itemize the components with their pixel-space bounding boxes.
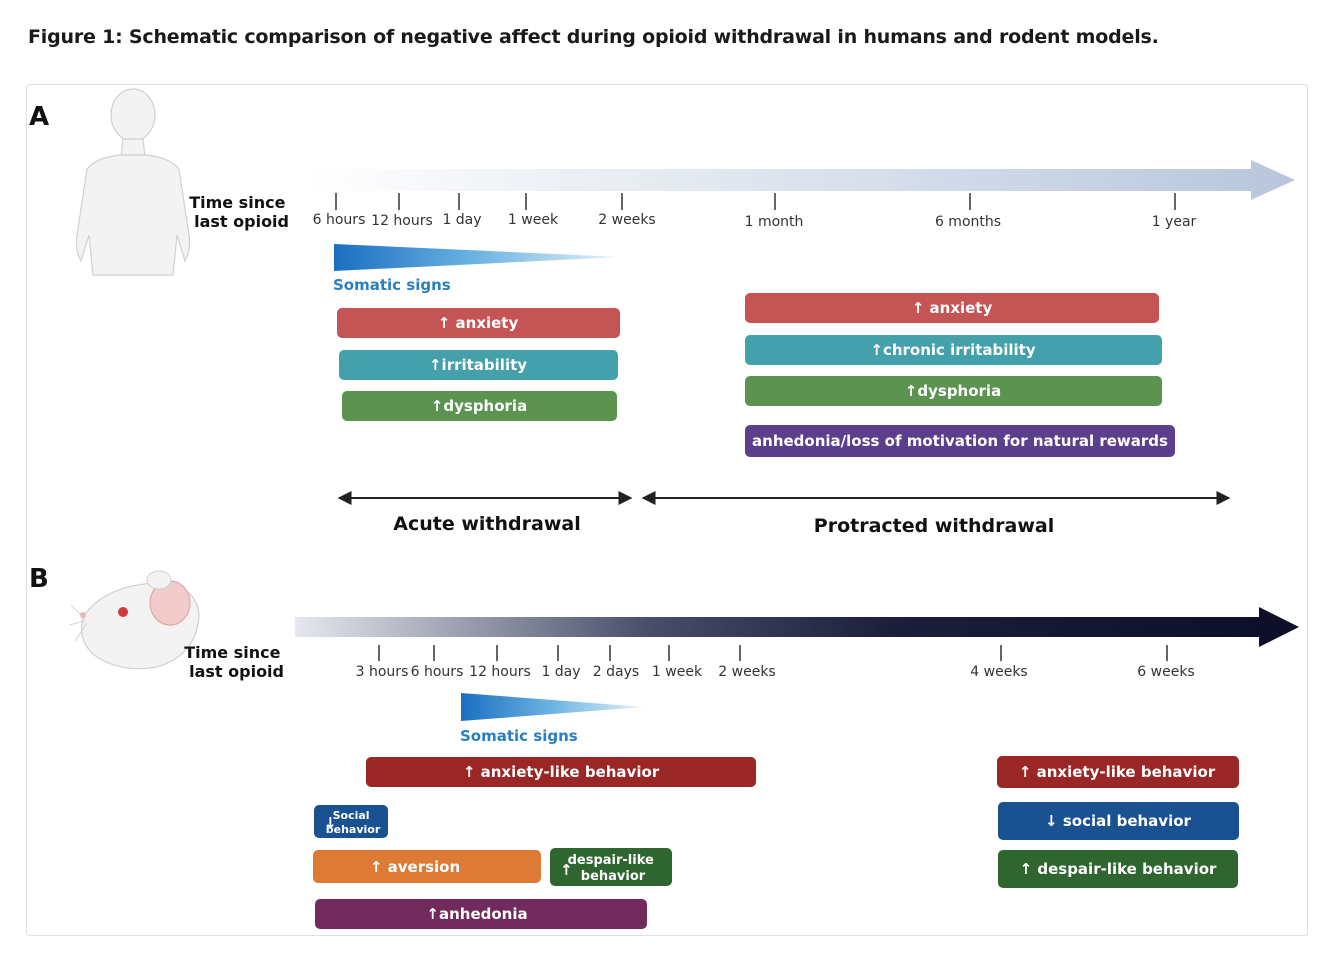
up-arrow-icon: ↑ — [905, 382, 918, 400]
svg-text:↑ anxiety-like behavior: ↑ anxiety-like behavior — [463, 763, 660, 781]
tick-label: 1 week — [652, 664, 703, 680]
up-arrow-icon: ↑ — [370, 858, 388, 876]
timeline-arrow-b — [295, 607, 1299, 647]
svg-text:↑dysphoria: ↑dysphoria — [431, 397, 527, 415]
svg-text:↑ anxiety: ↑ anxiety — [912, 299, 993, 317]
svg-text:↑dysphoria: ↑dysphoria — [905, 382, 1001, 400]
acute-bar-dysphoria: ↑dysphoria — [342, 391, 617, 421]
tick-label: 12 hours — [469, 664, 531, 680]
timeline-ticks-b — [378, 645, 1168, 661]
bar-anxiety-like-early: ↑ anxiety-like behavior — [366, 757, 756, 787]
bar-aversion: ↑ aversion — [313, 850, 541, 883]
tick-label: 6 weeks — [1137, 664, 1194, 680]
up-arrow-icon: ↑ — [912, 299, 930, 317]
protracted-withdrawal-label: Protracted withdrawal — [814, 515, 1054, 537]
panel-a-letter: A — [29, 102, 49, 132]
bar-social-behavior-late: ↓ social behavior — [998, 802, 1239, 840]
down-arrow-icon: ↓ — [324, 814, 337, 832]
tick-label: 1 day — [541, 664, 580, 680]
rat-head-icon — [68, 570, 200, 670]
protracted-bar-chronic-irritability: ↑chronic irritability — [745, 335, 1162, 365]
somatic-signs-label-a: Somatic signs — [333, 276, 451, 294]
bar-anhedonia: ↑anhedonia — [315, 899, 647, 929]
tick-label: 4 weeks — [970, 664, 1027, 680]
time-since-label-b: Time since last opioid — [184, 643, 286, 681]
up-arrow-icon: ↑ — [560, 861, 573, 879]
up-arrow-icon: ↑ — [463, 763, 481, 781]
somatic-signs-wedge-a — [334, 244, 621, 271]
acute-bar-irritability: ↑irritability — [339, 350, 618, 380]
panel-b-letter: B — [29, 564, 49, 594]
svg-text:↑anhedonia: ↑anhedonia — [426, 905, 527, 923]
acute-bar-anxiety: ↑ anxiety — [337, 308, 620, 338]
figure-panel: A Time since last opioid 6 hours 12 hour… — [26, 84, 1308, 936]
up-arrow-icon: ↑ — [431, 397, 444, 415]
figure-caption: Figure 1: Schematic comparison of negati… — [28, 26, 1159, 48]
somatic-signs-label-b: Somatic signs — [460, 727, 578, 745]
up-arrow-icon: ↑ — [870, 341, 883, 359]
tick-label: 6 hours — [313, 212, 366, 228]
human-figure-icon — [75, 88, 191, 276]
tick-label: 6 hours — [411, 664, 464, 680]
tick-label: 1 week — [508, 212, 559, 228]
up-arrow-icon: ↑ — [426, 905, 439, 923]
tick-label: 12 hours — [371, 213, 433, 229]
tick-label: 2 days — [593, 664, 639, 680]
schematic-diagram: A Time since last opioid 6 hours 12 hour… — [29, 88, 1299, 929]
bar-social-behavior-early: ↓ Social behavior — [314, 805, 388, 838]
tick-label: 2 weeks — [598, 212, 655, 228]
tick-label: 1 day — [442, 212, 481, 228]
up-arrow-icon: ↑ — [438, 314, 456, 332]
time-since-label-a: Time since last opioid — [189, 193, 291, 231]
svg-text:↑chronic irritability: ↑chronic irritability — [870, 341, 1035, 359]
svg-text:despair-like behavior: despair-like behavior — [568, 853, 659, 884]
svg-text:anhedonia/loss of motivation f: anhedonia/loss of motivation for natural… — [752, 432, 1168, 450]
svg-text:↑ despair-like behavior: ↑ despair-like behavior — [1020, 860, 1217, 878]
tick-label: 3 hours — [356, 664, 409, 680]
tick-label: 6 months — [935, 214, 1001, 230]
acute-withdrawal-label: Acute withdrawal — [393, 513, 580, 535]
tick-label: 1 month — [745, 214, 804, 230]
svg-text:↑ anxiety: ↑ anxiety — [438, 314, 519, 332]
somatic-signs-wedge-b — [461, 693, 645, 721]
up-arrow-icon: ↑ — [1019, 763, 1037, 781]
protracted-bar-anhedonia: anhedonia/loss of motivation for natural… — [745, 425, 1175, 457]
tick-label: 1 year — [1152, 214, 1197, 230]
protracted-bar-anxiety: ↑ anxiety — [745, 293, 1159, 323]
bar-despair-like-early: ↑ despair-like behavior — [550, 848, 672, 886]
timeline-ticks-a — [335, 193, 1176, 210]
bar-anxiety-like-late: ↑ anxiety-like behavior — [997, 756, 1239, 788]
svg-text:↑ aversion: ↑ aversion — [370, 858, 460, 876]
up-arrow-icon: ↑ — [1020, 860, 1038, 878]
timeline-arrow-a — [307, 160, 1295, 200]
down-arrow-icon: ↓ — [1045, 812, 1063, 830]
bar-despair-like-late: ↑ despair-like behavior — [998, 850, 1238, 888]
svg-text:Social behavior: Social behavior — [326, 809, 381, 836]
up-arrow-icon: ↑ — [429, 356, 442, 374]
tick-label: 2 weeks — [718, 664, 775, 680]
svg-text:↑ anxiety-like behavior: ↑ anxiety-like behavior — [1019, 763, 1216, 781]
protracted-bar-dysphoria: ↑dysphoria — [745, 376, 1162, 406]
svg-text:↓ social behavior: ↓ social behavior — [1045, 812, 1191, 830]
svg-text:↑irritability: ↑irritability — [429, 356, 527, 374]
